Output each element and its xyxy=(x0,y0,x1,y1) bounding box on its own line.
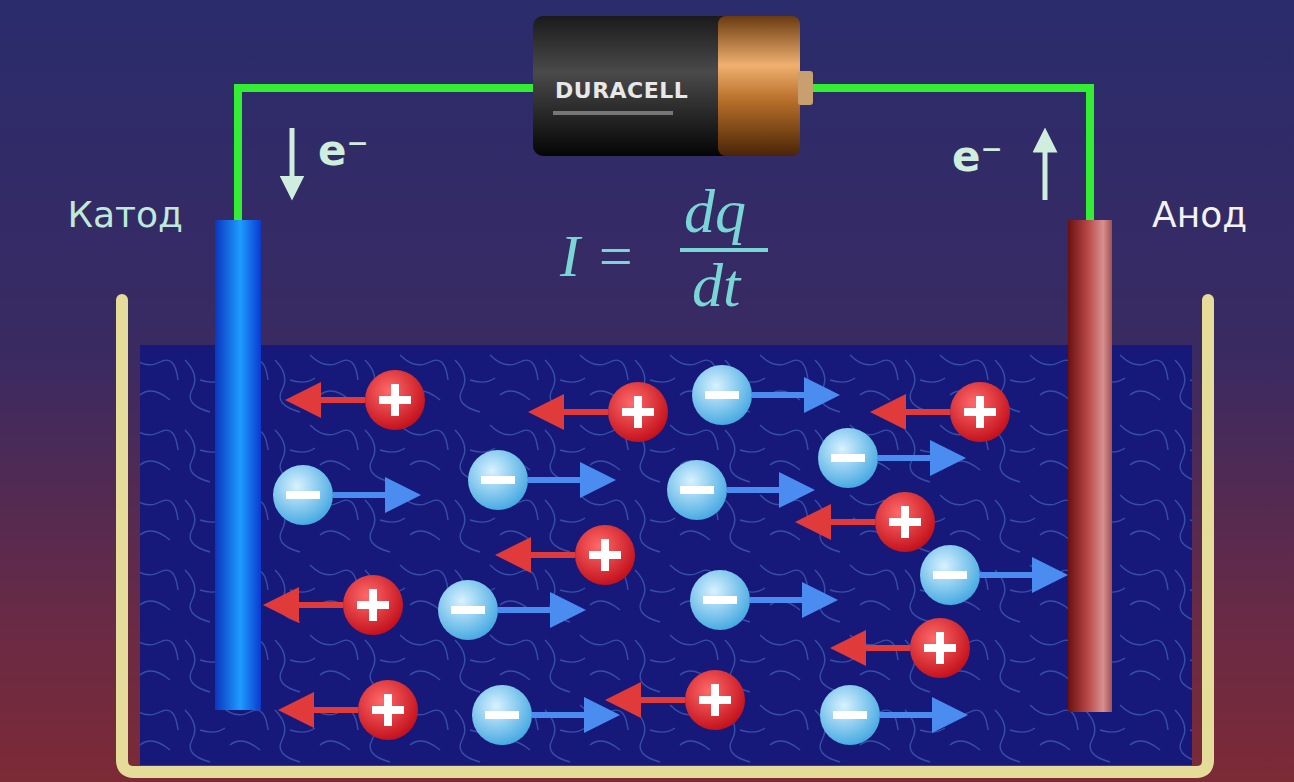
minus-sign xyxy=(451,606,485,614)
plus-sign xyxy=(976,396,984,428)
anion xyxy=(692,365,752,425)
vessel xyxy=(122,300,1208,772)
plus-sign xyxy=(634,396,642,428)
electron-label: e⁻ xyxy=(318,126,369,175)
minus-sign xyxy=(703,596,737,604)
minus-sign xyxy=(286,491,320,499)
ion-arrow xyxy=(878,455,948,461)
plus-sign xyxy=(601,539,609,571)
minus-sign xyxy=(831,454,865,462)
cation xyxy=(575,525,635,585)
minus-sign xyxy=(705,391,739,399)
anion xyxy=(920,545,980,605)
anion xyxy=(468,450,528,510)
ion-arrow xyxy=(888,409,950,415)
anion xyxy=(690,570,750,630)
minus-sign xyxy=(833,711,867,719)
anion xyxy=(273,465,333,525)
cation xyxy=(358,680,418,740)
electron-arrow xyxy=(1043,140,1048,200)
minus-sign xyxy=(485,711,519,719)
minus-sign xyxy=(680,486,714,494)
cation xyxy=(608,382,668,442)
anion xyxy=(438,580,498,640)
formula-denominator: dt xyxy=(692,250,740,321)
cation xyxy=(950,382,1010,442)
formula-numerator: dq xyxy=(684,176,746,247)
ion-arrow xyxy=(727,487,797,493)
ion-arrow xyxy=(281,602,343,608)
plus-sign xyxy=(369,589,377,621)
ion-arrow xyxy=(880,712,950,718)
anion xyxy=(472,685,532,745)
cathode-electrode: Катод xyxy=(215,220,261,710)
cation xyxy=(365,370,425,430)
ion-arrow xyxy=(333,492,403,498)
plus-sign xyxy=(384,694,392,726)
anion xyxy=(667,460,727,520)
battery: DURACELL xyxy=(533,16,813,156)
electrolyte xyxy=(140,345,1192,765)
cation xyxy=(685,670,745,730)
cation xyxy=(343,575,403,635)
ion-arrow xyxy=(532,712,602,718)
anion xyxy=(820,685,880,745)
ion-arrow xyxy=(623,697,685,703)
ions xyxy=(273,365,1050,745)
minus-sign xyxy=(933,571,967,579)
electrode-label: Анод xyxy=(1152,194,1247,235)
ion-arrow xyxy=(752,392,822,398)
plus-sign xyxy=(711,684,719,716)
plus-sign xyxy=(391,384,399,416)
electron-arrow xyxy=(290,128,295,188)
brand-label: DURACELL xyxy=(555,78,688,103)
ion-arrow xyxy=(528,477,598,483)
ion-arrow xyxy=(513,552,575,558)
anion xyxy=(818,428,878,488)
cation xyxy=(910,618,970,678)
ion-arrow xyxy=(813,519,875,525)
formula-lhs: I = xyxy=(560,222,635,291)
minus-sign xyxy=(481,476,515,484)
plus-sign xyxy=(936,632,944,664)
cation xyxy=(875,492,935,552)
ion-arrow xyxy=(303,397,365,403)
ion-arrow xyxy=(498,607,568,613)
ion-arrow xyxy=(546,409,608,415)
ion-arrow xyxy=(848,645,910,651)
electrolyte-texture xyxy=(140,345,1192,765)
electron-label: e⁻ xyxy=(952,132,1003,181)
ion-arrow xyxy=(980,572,1050,578)
plus-sign xyxy=(901,506,909,538)
ion-arrow xyxy=(296,707,358,713)
ion-arrow xyxy=(750,597,820,603)
electrode-label: Катод xyxy=(67,194,183,235)
anode-electrode: Анод xyxy=(1068,220,1112,712)
